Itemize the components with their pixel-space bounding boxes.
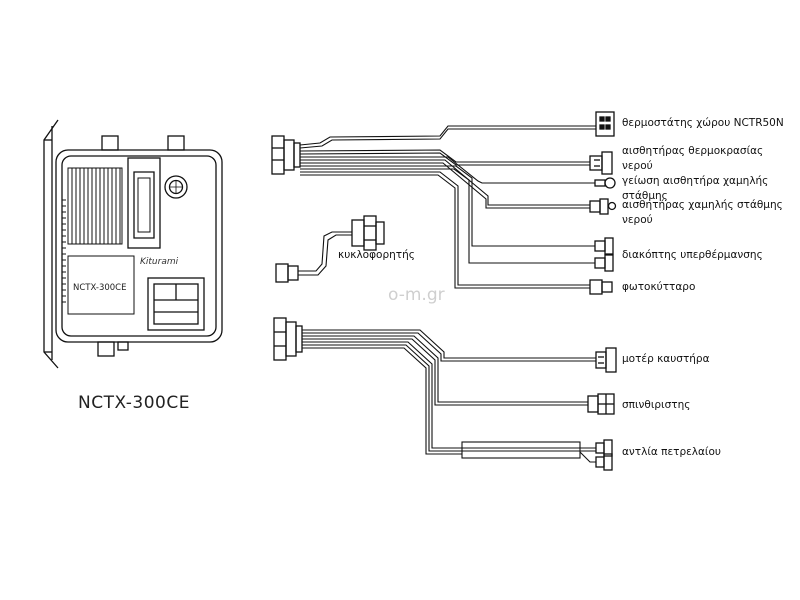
label-overheat-switch: διακόπτης υπερθέρμανσης — [622, 249, 763, 261]
low-level-sensor-connector — [589, 198, 617, 215]
label-low-level-ground-line1: γείωση αισθητήρα χαμηλής — [622, 175, 768, 187]
label-low-level-sensor-line2: νερού — [622, 214, 653, 226]
igniter-connector — [587, 393, 615, 415]
circulator-harness — [275, 215, 385, 283]
burner-motor-connector — [595, 347, 617, 373]
label-low-level-sensor-line1: αισθητήρας χαμηλής στάθμης — [622, 199, 783, 211]
controller-caption: NCTX-300CE — [78, 393, 190, 413]
brand-label: Kiturami — [140, 257, 179, 267]
label-thermostat: θερμοστάτης χώρου NCTR50N — [622, 117, 784, 129]
label-water-temp-sensor-line2: νερού — [622, 160, 653, 172]
ground-ring-terminal-icon — [594, 177, 616, 189]
label-circulator: κυκλοφορητής — [338, 249, 415, 261]
reset-knob-icon — [164, 175, 188, 199]
label-igniter: σπινθιριστης — [622, 399, 690, 411]
water-temp-sensor-connector — [589, 151, 613, 175]
harness-wires-2 — [302, 329, 596, 455]
oil-pump-cable-sleeve — [461, 441, 581, 459]
label-water-temp-sensor-line1: αισθητήρας θερμοκρασίας — [622, 145, 763, 157]
vent-grille — [67, 167, 123, 245]
controller-unit: Kiturami NCTX-300CE — [43, 119, 223, 369]
photocell-connector — [589, 279, 613, 295]
thermostat-connector — [595, 111, 615, 137]
overheat-switch-connector — [594, 237, 614, 272]
oil-pump-connector — [595, 439, 613, 471]
label-oil-pump: αντλία πετρελαίου — [622, 446, 721, 458]
model-label: NCTX-300CE — [73, 283, 126, 293]
harness-connector-2 — [273, 317, 303, 361]
label-low-level-ground-line2: στάθμης — [622, 190, 668, 202]
harness-wires-1 — [299, 125, 596, 289]
label-burner-motor: μοτέρ καυστήρα — [622, 353, 710, 365]
label-photocell: φωτοκύτταρο — [622, 281, 695, 293]
harness-connector-1 — [271, 135, 301, 175]
watermark: o-m.gr — [388, 285, 445, 305]
